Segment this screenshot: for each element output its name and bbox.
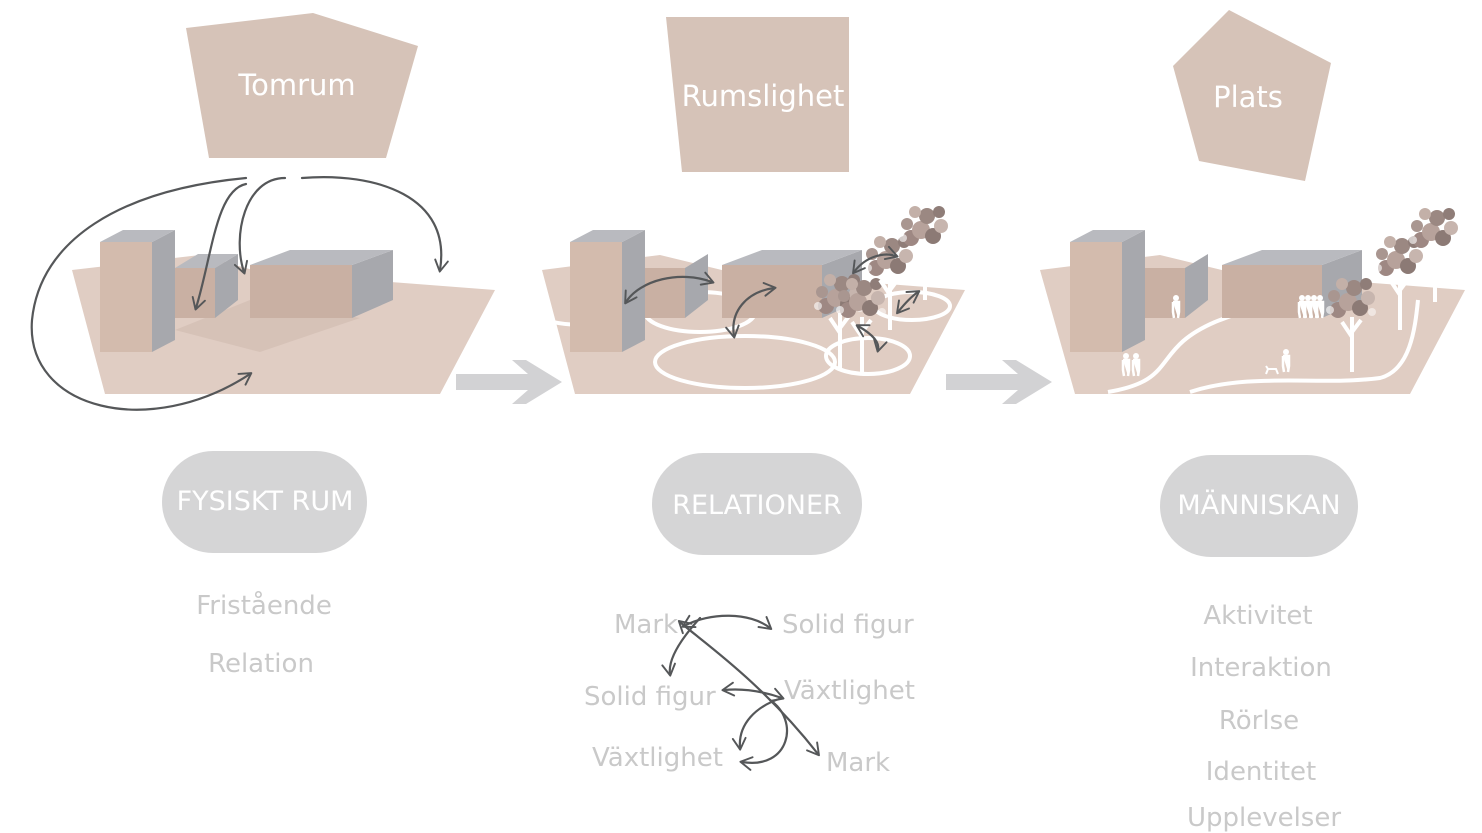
panel-relations: [542, 204, 965, 394]
shape-tomrum: Tomrum: [186, 13, 418, 158]
pill-relationer-label: RELATIONER: [672, 490, 842, 521]
term-mark: Mark: [614, 610, 678, 640]
term-aktivitet: Aktivitet: [1203, 601, 1312, 631]
shape-plats: Plats: [1173, 10, 1331, 181]
panel-physical-space: [30, 176, 495, 411]
term-upplevelser: Upplevelser: [1187, 803, 1341, 833]
term-fristaende: Fristående: [196, 590, 332, 621]
dog-icon: [1265, 365, 1279, 375]
shape-rumslighet-label: Rumslighet: [682, 79, 845, 113]
right-arrow-icon: [946, 360, 1052, 404]
shape-tomrum-label: Tomrum: [237, 68, 355, 102]
pill-manniskan-label: MÄNNISKAN: [1177, 489, 1340, 521]
term-solid-figur-2: Solid figur: [584, 682, 716, 712]
term-vaxtlighet-2: Växtlighet: [592, 743, 723, 773]
pill-fysiskt-rum-label: FYSISKT RUM: [177, 486, 354, 517]
term-solid-figur: Solid figur: [782, 610, 914, 640]
term-identitet: Identitet: [1206, 757, 1316, 787]
relation-arrows: [661, 614, 820, 771]
pill-fysiskt-rum: FYSISKT RUM: [162, 451, 367, 553]
term-vaxtlighet: Växtlighet: [784, 676, 915, 706]
shape-rumslighet: Rumslighet: [666, 17, 849, 172]
term-interaktion: Interaktion: [1190, 653, 1332, 683]
panel-place: [1040, 206, 1465, 394]
building-tall: [100, 242, 152, 352]
term-relation: Relation: [208, 649, 314, 679]
term-mark-2: Mark: [826, 748, 890, 778]
pill-relationer: RELATIONER: [652, 453, 862, 555]
building-long: [250, 265, 352, 318]
right-arrow-icon: [456, 360, 562, 404]
pill-manniskan: MÄNNISKAN: [1160, 455, 1358, 557]
term-rorlse: Rörlse: [1219, 706, 1299, 736]
shape-plats-label: Plats: [1213, 80, 1283, 114]
